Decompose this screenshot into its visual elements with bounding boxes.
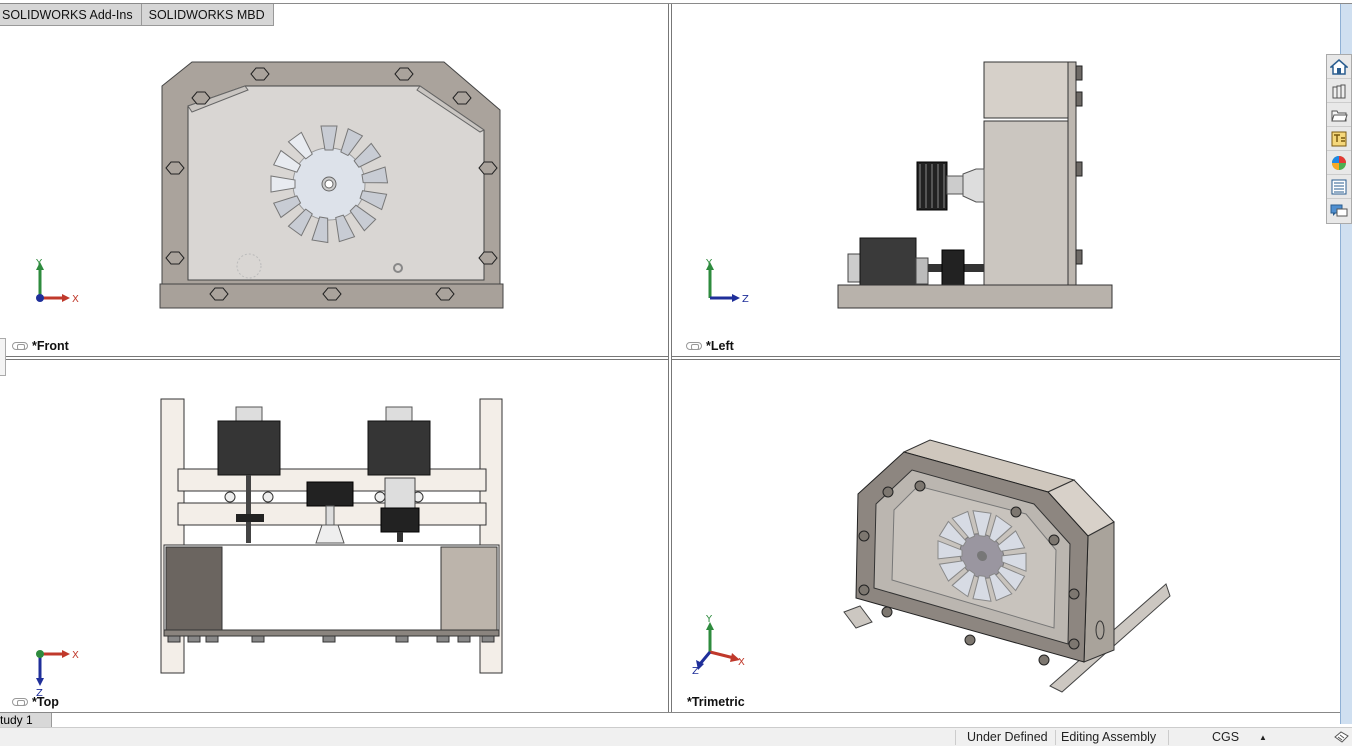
- front-view-model: Y X: [35, 61, 504, 309]
- link-views-icon[interactable]: [12, 342, 28, 350]
- svg-text:Y: Y: [705, 258, 713, 269]
- viewport-top[interactable]: X Z *Top: [0, 360, 668, 712]
- fan-impeller: [270, 125, 389, 244]
- forum-icon[interactable]: [1327, 199, 1351, 223]
- viewport-left[interactable]: Y Z *Left: [672, 4, 1340, 356]
- viewport-name: *Trimetric: [687, 695, 745, 709]
- units-menu-arrow[interactable]: ▲: [1259, 733, 1267, 742]
- svg-text:Z: Z: [742, 294, 749, 305]
- trimetric-view-model: Y X Z: [692, 439, 1171, 693]
- title-separator: [0, 0, 1352, 4]
- viewport-trimetric[interactable]: Y X Z *Trimetric: [672, 360, 1340, 712]
- left-view-model: Y Z: [705, 61, 1113, 309]
- svg-text:X: X: [72, 650, 79, 661]
- link-views-icon[interactable]: [686, 342, 702, 350]
- units-selector[interactable]: CGS: [1212, 730, 1240, 744]
- viewport-name: *Left: [706, 339, 734, 353]
- vertical-viewport-splitter[interactable]: [668, 4, 672, 713]
- home-icon[interactable]: [1327, 55, 1351, 79]
- fan-impeller-3d: [937, 510, 1027, 602]
- view-palette-icon[interactable]: [1327, 127, 1351, 151]
- top-view-model: X Z: [36, 398, 503, 699]
- task-pane-tabs: [1326, 54, 1352, 224]
- command-manager-tabs: SOLIDWORKS Add-Ins SOLIDWORKS MBD: [0, 4, 274, 26]
- svg-text:Y: Y: [705, 614, 713, 625]
- triad-left: Y Z: [705, 258, 749, 305]
- svg-text:X: X: [72, 294, 79, 305]
- viewport-front[interactable]: Y X *Front: [0, 26, 668, 356]
- custom-properties-icon[interactable]: [1327, 175, 1351, 199]
- viewport-label-top[interactable]: *Top: [12, 695, 59, 709]
- tab-study-1[interactable]: tudy 1: [0, 713, 52, 727]
- status-definition: Under Defined: [967, 730, 1048, 744]
- viewport-name: *Top: [32, 695, 59, 709]
- bottom-tab-bar: tudy 1: [0, 712, 1340, 727]
- triad-top: X Z: [36, 650, 79, 699]
- triad-front: Y X: [35, 258, 79, 305]
- tab-solidworks-add-ins[interactable]: SOLIDWORKS Add-Ins: [0, 4, 142, 26]
- link-views-icon[interactable]: [12, 698, 28, 706]
- svg-text:Z: Z: [692, 666, 699, 677]
- svg-text:X: X: [738, 657, 745, 668]
- appearances-icon[interactable]: [1327, 151, 1351, 175]
- design-library-icon[interactable]: [1327, 79, 1351, 103]
- status-mode: Editing Assembly: [1061, 730, 1157, 744]
- file-explorer-icon[interactable]: [1327, 103, 1351, 127]
- svg-text:Y: Y: [35, 258, 43, 269]
- viewport-label-trimetric[interactable]: *Trimetric: [687, 695, 745, 709]
- svg-text:Z: Z: [36, 688, 43, 699]
- quick-tips-icon[interactable]: [1333, 729, 1349, 746]
- triad-trimetric: Y X Z: [692, 614, 745, 677]
- tab-solidworks-mbd[interactable]: SOLIDWORKS MBD: [141, 4, 274, 26]
- viewport-label-left[interactable]: *Left: [686, 339, 734, 353]
- viewport-label-front[interactable]: *Front: [12, 339, 69, 353]
- panel-collapse-handle[interactable]: [0, 338, 6, 376]
- viewport-name: *Front: [32, 339, 69, 353]
- status-bar: Under Defined Editing Assembly CGS ▲: [0, 727, 1352, 746]
